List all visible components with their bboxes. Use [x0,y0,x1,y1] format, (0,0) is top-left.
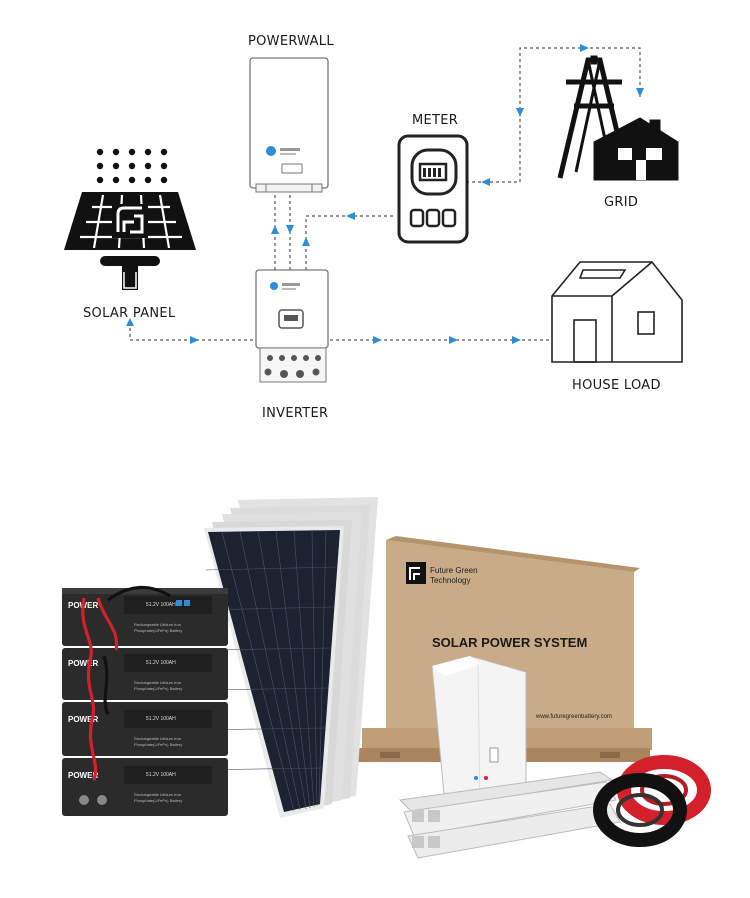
flow-arrows [126,44,644,344]
svg-text:51.2V 100AH: 51.2V 100AH [146,660,176,666]
svg-text:51.2V 100AH: 51.2V 100AH [146,772,176,778]
svg-text:Technology: Technology [430,576,470,585]
battery-module: POWER 51.2V 100AH Rechargeable Lithium I… [62,758,228,816]
arrow-icon [126,318,134,326]
line-inverter-powerwall-3 [305,215,396,270]
svg-text:POWER: POWER [68,659,98,668]
grid-icon [557,55,679,181]
arrow-icon [271,225,279,234]
svg-text:Phosphate(LiFePo) Battery: Phosphate(LiFePo) Battery [134,686,182,691]
svg-text:51.2V 100AH: 51.2V 100AH [146,602,176,608]
arrow-icon [580,44,589,52]
battery-module: POWER 51.2V 100AH Rechargeable Lithium I… [62,702,228,756]
label-grid: GRID [604,195,639,210]
svg-text:Rechargeable Lithium Iron: Rechargeable Lithium Iron [134,736,181,741]
svg-text:Phosphate(LiFePo) Battery: Phosphate(LiFePo) Battery [134,628,182,633]
svg-text:Rechargeable Lithium Iron: Rechargeable Lithium Iron [134,680,181,685]
svg-text:POWER: POWER [68,771,98,780]
svg-text:Future Green: Future Green [430,566,478,575]
arrow-icon [636,88,644,97]
svg-text:POWER: POWER [68,715,98,724]
house-icon [551,261,683,363]
label-inverter: INVERTER [262,406,329,421]
arrow-icon [449,336,458,344]
svg-text:Phosphate(LiFePo) Battery: Phosphate(LiFePo) Battery [134,742,182,747]
arrow-icon [373,336,382,344]
label-solar-panel: SOLAR PANEL [83,306,176,321]
svg-text:Rechargeable Lithium Iron: Rechargeable Lithium Iron [134,622,181,627]
meter-icon [397,134,469,244]
arrow-icon [346,212,355,220]
line-meter-to-grid [466,47,641,183]
arrow-icon [302,237,310,246]
box-website: www.futuregreenbattery.com [535,714,612,720]
svg-text:Rechargeable Lithium Iron: Rechargeable Lithium Iron [134,792,181,797]
powerwall-icon [249,57,329,193]
arrow-icon [512,336,521,344]
box-title: SOLAR POWER SYSTEM [432,635,587,650]
battery-stack: POWER 51.2V 100AH Rechargeable Lithium I… [62,585,228,816]
label-meter: METER [412,113,459,128]
brand-logo: Future Green Technology [406,562,478,585]
line-solar-to-inverter [129,322,262,341]
cable-coils [593,755,711,847]
mounting-rails [398,771,621,859]
system-diagram [64,44,683,383]
arrow-icon [516,108,524,117]
arrow-icon [481,178,490,186]
svg-text:51.2V 100AH: 51.2V 100AH [146,716,176,722]
label-house-load: HOUSE LOAD [572,378,661,393]
inverter-unit [431,655,527,809]
solar-panel-icon [64,148,196,290]
arrow-icon [286,225,294,234]
svg-text:Phosphate(LiFePo) Battery: Phosphate(LiFePo) Battery [134,798,182,803]
label-powerwall: POWERWALL [248,34,334,49]
battery-module: POWER 51.2V 100AH Rechargeable Lithium I… [62,648,228,700]
inverter-icon [255,269,329,383]
arrow-icon [190,336,199,344]
